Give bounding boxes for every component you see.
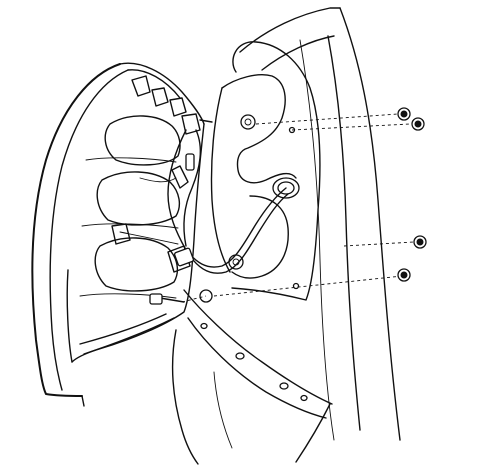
- harness-wire-secondary: [167, 129, 187, 251]
- bulb-socket-top-2: [151, 87, 169, 107]
- lamp-wiring-harness: [119, 129, 289, 274]
- bulb-socket-tail: [111, 223, 131, 245]
- harness-clip: [185, 153, 195, 171]
- panel-bottom-corner: [295, 403, 331, 463]
- bulb-socket-side: [171, 165, 189, 189]
- alignment-line-lamp: [181, 295, 207, 303]
- fender-top-edge: [239, 7, 341, 53]
- housing-rib-1: [79, 313, 167, 345]
- lower-panel-contour: [213, 371, 233, 449]
- harness-branch-tail: [119, 231, 179, 245]
- harness-wire-main: [183, 129, 202, 247]
- lamp-lens-outer: [31, 63, 121, 397]
- nut-middle: [413, 235, 427, 249]
- lamp-opening-outline: [231, 41, 321, 301]
- flange-hole: [235, 352, 245, 360]
- alignment-line-mid: [343, 241, 415, 247]
- alignment-lines: [181, 113, 415, 303]
- harness-branch-side: [139, 177, 177, 183]
- nut-upper-2: [411, 117, 425, 131]
- retaining-nuts: [397, 107, 427, 282]
- panel-seam-line: [327, 35, 361, 431]
- panel-contour-line: [299, 39, 335, 441]
- nut-lower: [397, 268, 411, 282]
- chamber-divider-3: [79, 293, 177, 299]
- upper-mount-hole-inner: [244, 118, 252, 126]
- harness-connector: [174, 247, 194, 267]
- lamp-lens-inner: [49, 69, 129, 391]
- bulb-socket-top-1: [131, 75, 151, 97]
- opening-left-flange: [210, 87, 231, 273]
- lamp-mounting-stud: [159, 297, 185, 303]
- alignment-line-upper: [255, 113, 399, 125]
- opening-lower-pocket: [231, 195, 289, 279]
- nut-upper-1: [397, 107, 411, 121]
- flange-hole: [200, 322, 208, 330]
- fender-inner-edge: [261, 35, 335, 71]
- alignment-line-lower: [213, 275, 403, 297]
- panel-lower-flange: [183, 289, 333, 405]
- body-panel: [171, 7, 401, 465]
- flange-hole: [300, 394, 308, 402]
- flange-hole: [279, 382, 289, 390]
- housing-rib-2: [83, 317, 175, 355]
- stud-hole-lower: [292, 282, 300, 290]
- bulb-socket-top-3: [169, 97, 187, 117]
- bulb-socket-top-4: [181, 113, 201, 135]
- upper-mount-hole: [240, 114, 256, 130]
- housing-top-inner: [127, 69, 181, 99]
- reflector-bowl-middle: [96, 171, 181, 226]
- chamber-divider-2: [81, 223, 179, 229]
- opening-inner-flange: [221, 74, 297, 184]
- bumper-edge-curve: [171, 329, 199, 465]
- housing-top-edge: [119, 62, 205, 125]
- lamp-lens-tip: [81, 395, 85, 407]
- panel-lower-flange-inner: [187, 317, 327, 419]
- tail-lamp-housing: [31, 62, 213, 407]
- reflector-bowl-lower: [94, 237, 179, 292]
- stud-base: [149, 293, 163, 305]
- quarter-panel-edge: [339, 7, 401, 441]
- lower-mount-hole: [228, 254, 244, 270]
- reflector-bowl-upper: [104, 115, 181, 166]
- upper-mounting-stud: [199, 119, 213, 123]
- harness-lead-to-grommet: [185, 187, 287, 268]
- alignment-line-upper-2: [291, 123, 411, 131]
- harness-lead-to-grommet-2: [189, 193, 289, 274]
- chamber-divider-1: [85, 157, 177, 163]
- housing-lower-inner: [66, 269, 73, 363]
- bulb-socket-lower: [167, 245, 191, 273]
